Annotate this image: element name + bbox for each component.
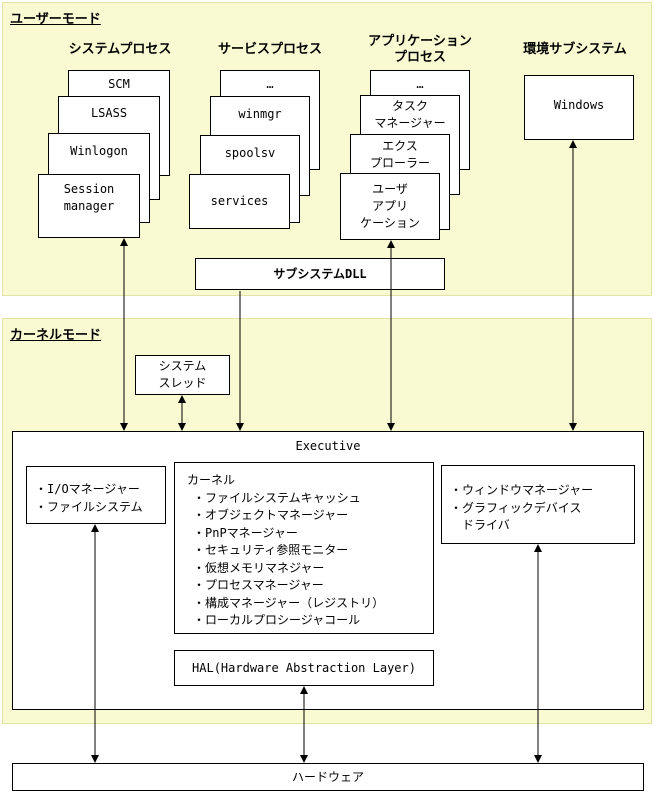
services-process-box: services: [189, 174, 290, 229]
io-manager-item: ・I/Oマネージャー: [35, 482, 140, 496]
object-manager-item: ・オブジェクトマネージャー: [193, 508, 349, 522]
kernel-box: カーネル ・ファイルシステムキャッシュ ・オブジェクトマネージャー ・PnPマネ…: [174, 462, 434, 634]
environment-subsystems-heading: 環境サブシステム: [523, 42, 627, 57]
kernel-mode-title: カーネルモード: [10, 328, 102, 343]
graphics-driver-item: ドライバ: [450, 518, 510, 532]
service-processes-heading: サービスプロセス: [217, 42, 322, 57]
hardware-box: ハードウェア: [12, 763, 644, 791]
local-procedure-call-item: ・ローカルプロシージャコール: [193, 613, 361, 627]
application-processes-heading: アプリケーション プロセス: [368, 34, 472, 65]
user-mode-title: ユーザーモード: [10, 12, 101, 27]
hal-box: HAL(Hardware Abstraction Layer): [174, 650, 434, 686]
kernel-title: カーネル: [187, 473, 236, 487]
file-system-item: ・ファイルシステム: [35, 499, 143, 514]
file-system-cache-item: ・ファイルシステムキャッシュ: [193, 490, 361, 505]
windows-subsystem-box: Windows: [524, 75, 634, 140]
window-manager-item: ・ウィンドウマネージャー: [450, 483, 594, 497]
graphics-device-item: ・グラフィックデバイス: [450, 500, 582, 515]
executive-title: Executive: [295, 439, 361, 453]
session-manager-process-box: Session manager: [38, 174, 140, 238]
system-threads-box: システム スレッド: [135, 355, 230, 395]
subsystem-dll-box: サブシステムDLL: [195, 258, 445, 290]
configuration-manager-item: ・構成マネージャー（レジストリ）: [193, 595, 385, 610]
user-application-process-box: ユーザ アプリ ケーション: [340, 173, 440, 240]
process-manager-item: ・プロセスマネージャー: [193, 578, 324, 592]
pnp-manager-item: ・PnPマネージャー: [193, 525, 298, 540]
window-manager-box: ・ウィンドウマネージャー ・グラフィックデバイス ドライバ: [441, 465, 635, 544]
io-manager-box: ・I/Oマネージャー ・ファイルシステム: [26, 466, 166, 524]
system-processes-heading: システムプロセス: [68, 42, 172, 57]
virtual-memory-manager-item: ・仮想メモリマネジャー: [193, 560, 325, 575]
security-reference-monitor-item: ・セキュリティ参照モニター: [193, 543, 349, 557]
